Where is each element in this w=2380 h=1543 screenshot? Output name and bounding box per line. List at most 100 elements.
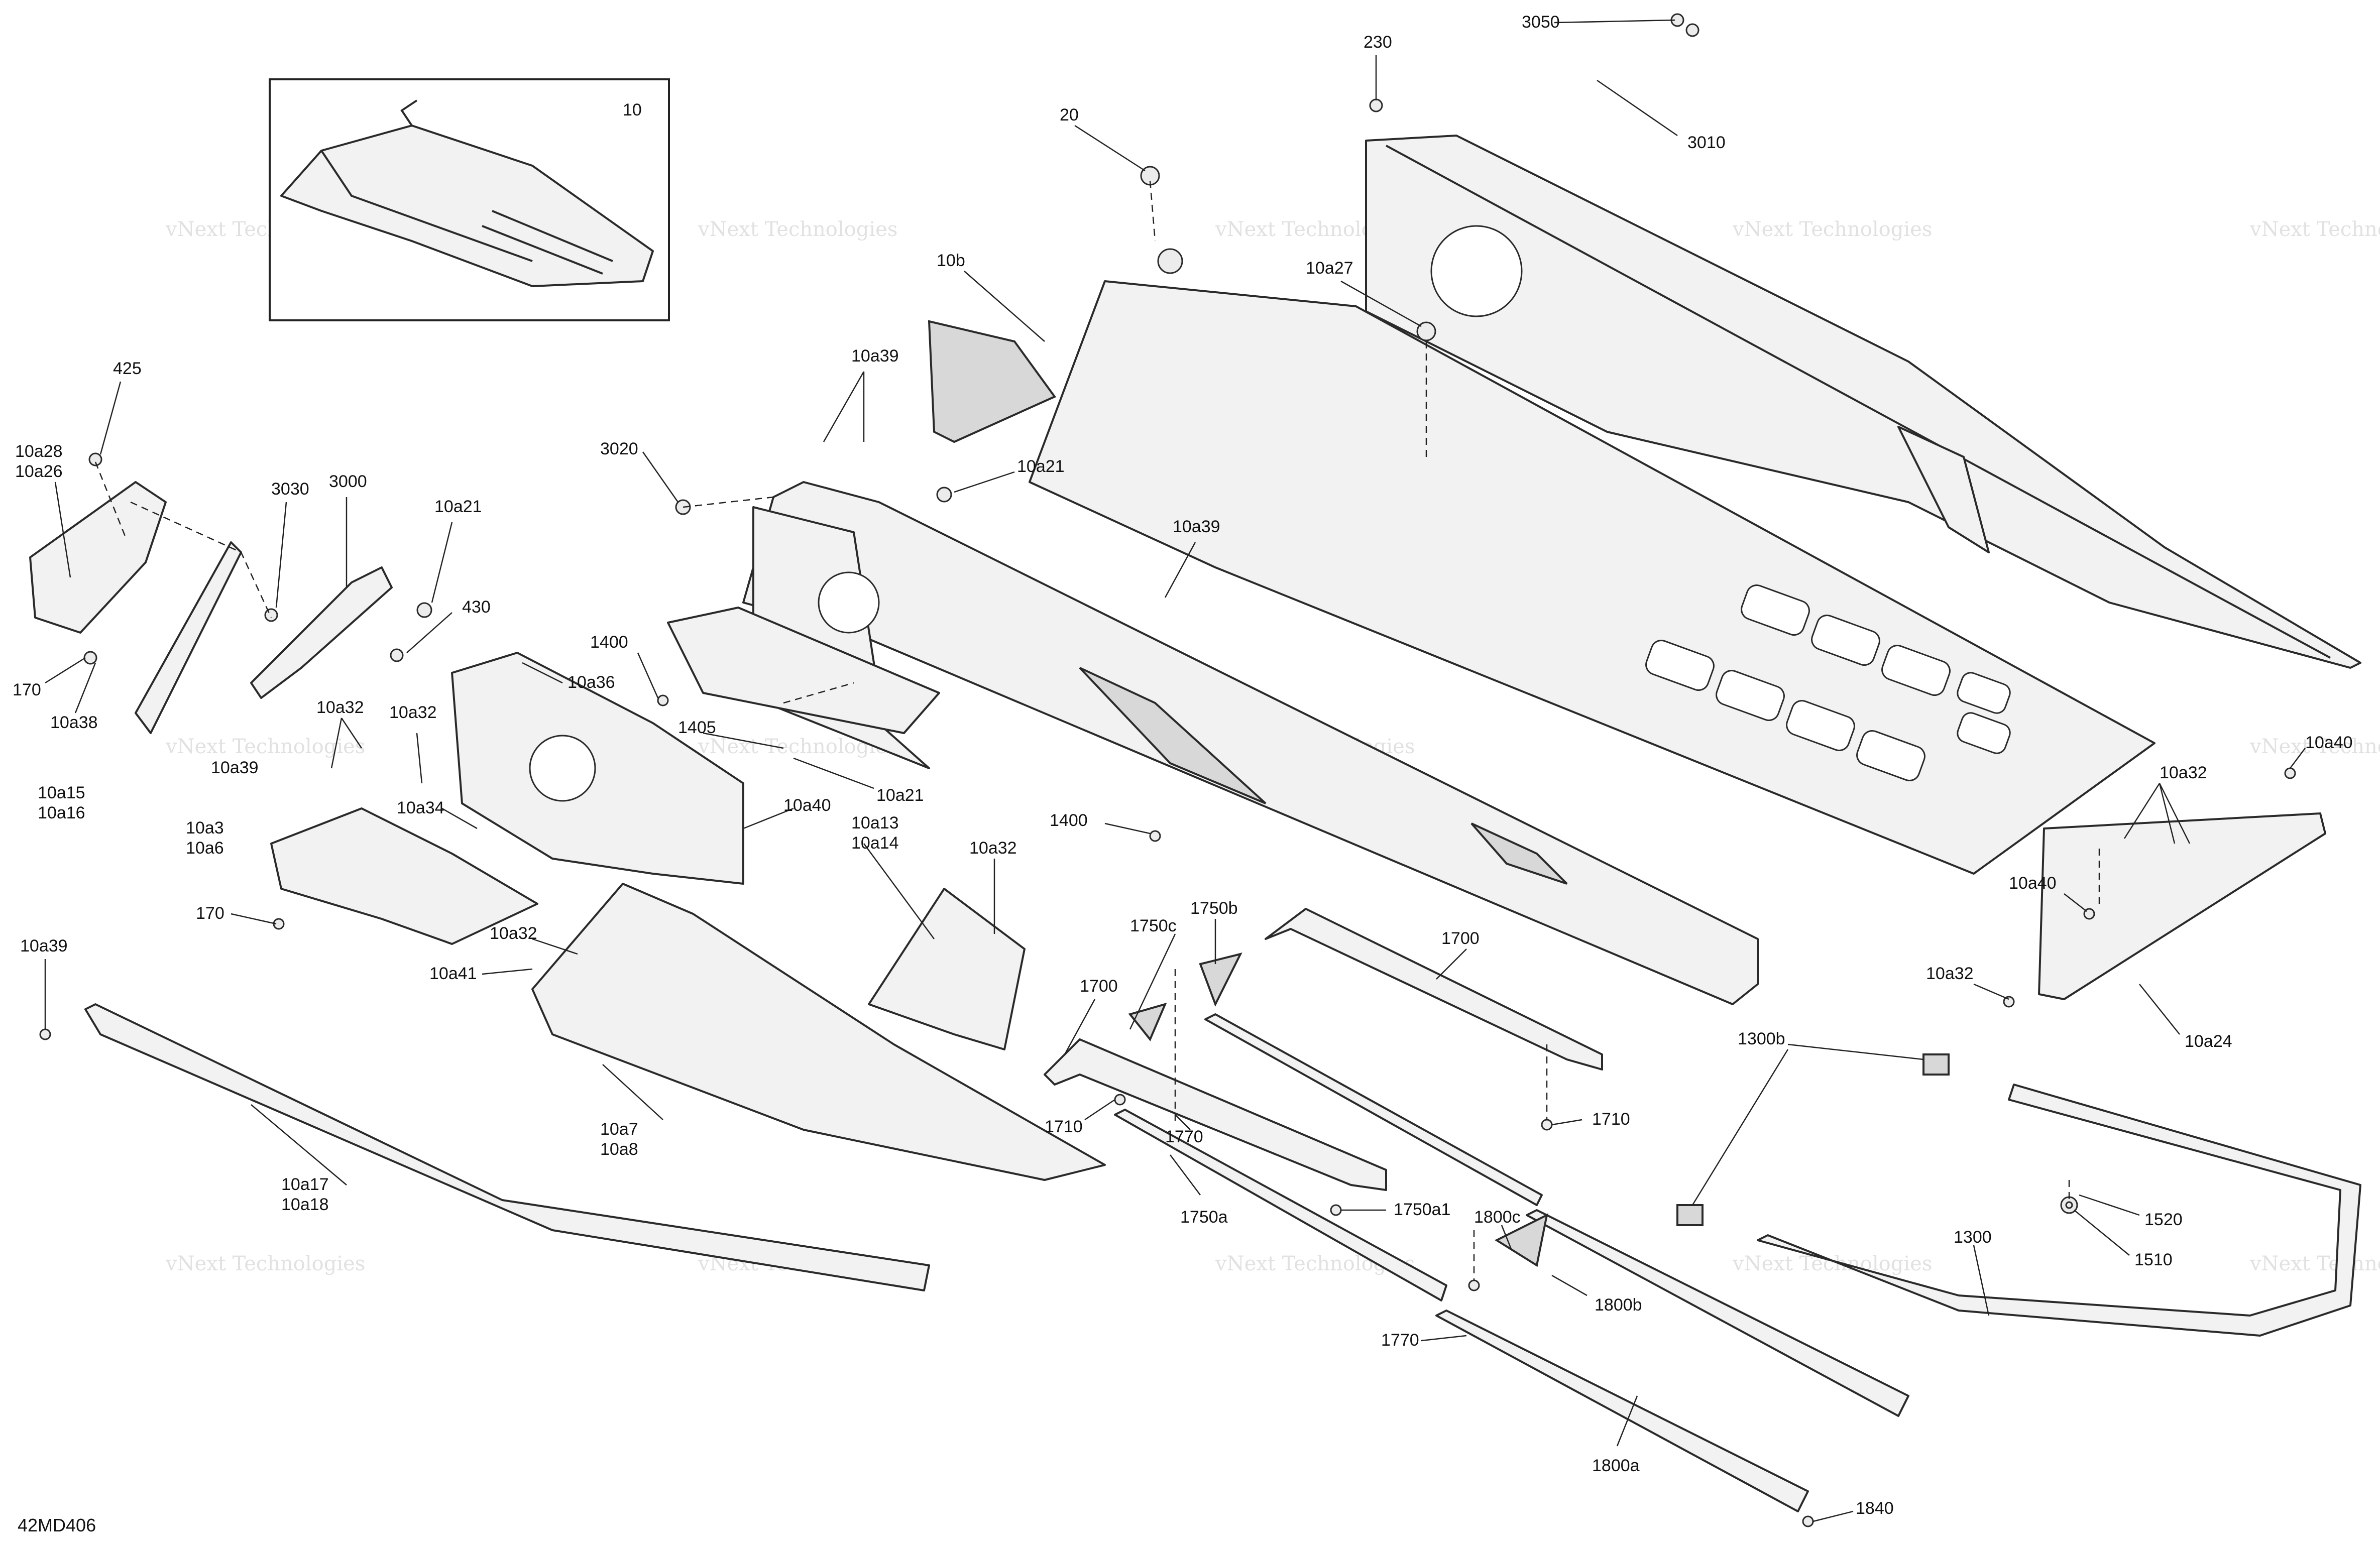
leader-10a28 [54, 482, 71, 578]
callout-10a32-f: 10a32 [1926, 964, 1974, 983]
leader-10a32-b [416, 733, 423, 784]
callout-1750a1: 1750a1 [1394, 1200, 1450, 1219]
callout-1710-b: 1710 [1592, 1110, 1630, 1129]
callout-10a28: 10a28 [15, 442, 63, 461]
bolt-10a39 [39, 1028, 51, 1040]
tunnel-vent-left [1079, 667, 1267, 804]
tunnel-right-edge [1386, 145, 2331, 659]
leader-10a32-d [532, 938, 578, 955]
gusset-10a13 [868, 888, 1026, 1050]
callout-10a41: 10a41 [429, 964, 477, 983]
bracket-10a24 [2038, 812, 2326, 1000]
rail-1800a [1435, 1310, 1809, 1512]
callout-1750a: 1750a [1180, 1208, 1228, 1227]
leader-1800a [1616, 1395, 1638, 1447]
leader-3020 [642, 451, 679, 503]
callout-10a13: 10a13 [851, 813, 899, 833]
leader-10a21-c [793, 757, 874, 789]
leader-10a13 [863, 843, 935, 939]
bolt-10a40 [2284, 767, 2296, 779]
callout-10a39-c: 10a39 [211, 758, 259, 777]
leader-3010 [1597, 79, 1678, 137]
callout-10a40-b: 10a40 [2009, 874, 2057, 893]
callout-1700-b: 1700 [1441, 929, 1480, 948]
bolt-1400 [657, 694, 669, 706]
bracket-1750b [1199, 953, 1242, 1007]
callout-1510: 1510 [2134, 1250, 2173, 1269]
inset-tunnel-shape [280, 125, 654, 287]
rail-1750a [1114, 1109, 1447, 1301]
callout-1710-a: 1710 [1045, 1117, 1083, 1136]
callout-20: 20 [1060, 105, 1079, 125]
nut-10a21 [936, 487, 952, 503]
callout-1400-a: 1400 [590, 633, 628, 652]
bolt-1750a1 [1330, 1204, 1342, 1216]
rail-10a17 [84, 1003, 930, 1291]
callout-10a32-a: 10a32 [316, 698, 364, 717]
diagram-code: 42MD406 [18, 1515, 96, 1535]
callout-1800c: 1800c [1474, 1208, 1521, 1227]
slide-rails [1044, 908, 1909, 1512]
leader-10a7 [602, 1064, 663, 1120]
leader-1520 [2079, 1194, 2140, 1216]
callout-10b: 10b [937, 251, 965, 270]
leader-1750c [1129, 933, 1176, 1030]
callout-1520: 1520 [2144, 1210, 2183, 1229]
tunnel-heat-shield-10b [928, 320, 1057, 443]
callout-10a32-c: 10a32 [969, 839, 1017, 858]
callout-1800a: 1800a [1592, 1456, 1640, 1475]
leader-10a36 [522, 662, 563, 684]
leader-10a40-b [2064, 893, 2087, 912]
watermark: vNext Technologies [2249, 218, 2380, 241]
nut-430 [390, 648, 404, 662]
leader-10a24 [2139, 984, 2180, 1035]
callout-3050: 3050 [1522, 13, 1560, 32]
tunnel-right-bracket [1897, 426, 1990, 553]
callout-10a7: 10a7 [600, 1120, 638, 1139]
cutout [1957, 672, 2011, 714]
callout-3000: 3000 [329, 472, 367, 491]
bracket-3000 [250, 566, 393, 699]
leader-10a41 [482, 968, 533, 975]
callout-10a36: 10a36 [568, 673, 615, 692]
bumper-assembly [1676, 812, 2361, 1337]
left-components [29, 481, 1106, 1291]
callout-430: 430 [462, 598, 491, 617]
leader-1750a [1170, 1154, 1201, 1196]
leader-1400-a [637, 652, 659, 698]
cutout [1786, 700, 1855, 751]
plate-10a36-hole [529, 735, 596, 802]
callout-1300b: 1300b [1738, 1029, 1785, 1048]
clip-1300b [1922, 1053, 1950, 1076]
rail-1700-left [1044, 1038, 1387, 1191]
inset-tunnel-assembly: 10 [269, 78, 670, 321]
watermark: vNext Technologies [1732, 1252, 1932, 1275]
bolt-1770 [1468, 1279, 1480, 1291]
callout-10a15: 10a15 [38, 783, 85, 802]
callout-10a38: 10a38 [50, 713, 98, 732]
callout-1750c: 1750c [1130, 916, 1177, 935]
plate-1405 [667, 607, 940, 734]
bracket-1800c [1494, 1213, 1548, 1267]
bolt-1510 [2065, 1201, 2073, 1209]
inset-tunnel-ribs [482, 210, 613, 275]
leader-170-b [231, 913, 277, 925]
leader-1840 [1812, 1510, 1854, 1522]
cutout [1881, 645, 1951, 696]
leader-1710-b [1551, 1119, 1582, 1126]
leader-1300b-lower [1691, 1049, 1789, 1206]
bolt-1840 [1802, 1515, 1814, 1527]
leader-10a21-a [954, 471, 1015, 493]
watermark: vNext Technologies [2249, 735, 2380, 758]
watermark: vNext Technologies [698, 218, 897, 241]
cutout [1856, 730, 1925, 781]
leader-425 [99, 381, 122, 455]
assembly-lines [94, 180, 2100, 1280]
callout-10a34: 10a34 [397, 798, 444, 817]
tunnel-vent-right [1470, 822, 1568, 885]
leader-1700-a [1064, 999, 1096, 1055]
brace-10a15 [135, 541, 242, 734]
cutout [1957, 712, 2011, 754]
callout-3020: 3020 [600, 439, 638, 458]
leader-1300 [1973, 1245, 1990, 1316]
